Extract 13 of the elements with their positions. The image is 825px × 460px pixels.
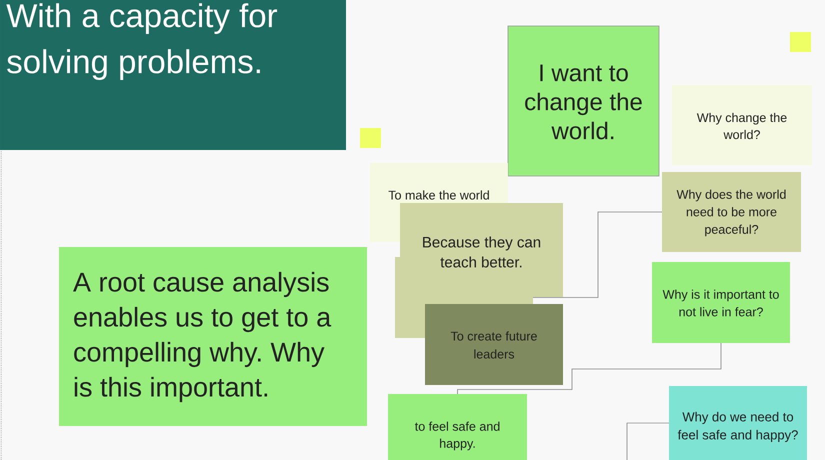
sticky-note: A root cause analysis enables us to get to a compelling why. Why is this important. xyxy=(59,247,367,426)
sticky-note: Because they can teach better. xyxy=(400,203,563,297)
text-panel: With a capacity for solving problems. xyxy=(0,0,346,150)
connector-line xyxy=(626,422,670,460)
connector-line xyxy=(457,342,722,394)
sticky-note: To create future leaders xyxy=(425,304,563,385)
sticky-note: to feel safe and happy. xyxy=(388,394,527,460)
sticky-note: Why is it important to not live in fear? xyxy=(652,262,790,343)
connector-line xyxy=(532,212,662,298)
sticky-note: Why do we need to feel safe and happy? xyxy=(669,386,807,460)
sticky-note: Why does the world need to be more peaceful? xyxy=(662,172,801,252)
sticky-note: I want to change the world. xyxy=(508,26,660,176)
sticky-note: Why change the world? xyxy=(672,85,812,165)
